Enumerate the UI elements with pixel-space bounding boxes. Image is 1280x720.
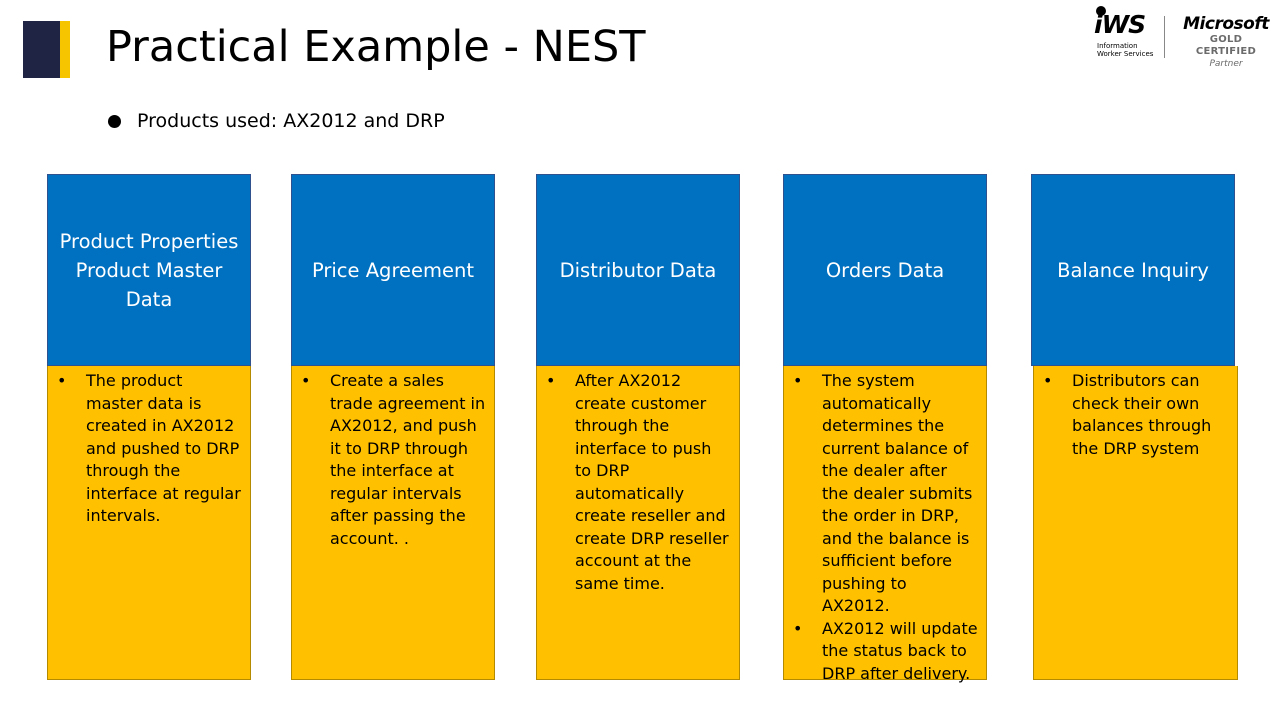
column-body-orders-data: The system automatically determines the …	[783, 366, 987, 683]
title-accent-block	[23, 21, 60, 78]
products-used-bullet: Products used: AX2012 and DRP	[108, 108, 445, 134]
slide-title: Practical Example - NEST	[106, 22, 646, 72]
gold-certified-label: GOLD CERTIFIED	[1195, 34, 1257, 57]
iws-dot-icon	[1096, 6, 1106, 16]
partner-label: Partner	[1209, 59, 1243, 69]
column-body-balance-inquiry: Distributors can check their own balance…	[1033, 366, 1238, 680]
iws-subtitle: Information Worker Services	[1097, 42, 1154, 58]
column-body-distributor-data: After AX2012 create customer through the…	[536, 366, 740, 680]
title-accent-bar	[60, 21, 70, 78]
column-bullet-item: The product master data is created in AX…	[56, 370, 242, 528]
column-bullet-item: Create a sales trade agreement in AX2012…	[300, 370, 486, 550]
iws-mark: iWS	[1094, 10, 1146, 39]
column-body-product-properties: The product master data is created in AX…	[47, 366, 251, 680]
column-bullet-item: The system automatically determines the …	[792, 370, 978, 618]
column-header-price-agreement: Price Agreement	[291, 174, 495, 366]
column-body-price-agreement: Create a sales trade agreement in AX2012…	[291, 366, 495, 680]
column-header-balance-inquiry: Balance Inquiry	[1031, 174, 1235, 366]
partner-logo: iWS Information Worker Services Microsof…	[1094, 6, 1274, 69]
microsoft-wordmark: Microsoft	[1183, 14, 1269, 34]
products-used-text: Products used: AX2012 and DRP	[137, 110, 445, 132]
bullet-dot-icon	[108, 114, 121, 128]
logo-divider	[1164, 16, 1165, 58]
column-header-distributor-data: Distributor Data	[536, 174, 740, 366]
microsoft-gold-logo: Microsoft GOLD CERTIFIED Partner	[1178, 14, 1274, 70]
column-bullet-item: Distributors can check their own balance…	[1042, 370, 1229, 460]
column-bullet-item: AX2012 will update the status back to DR…	[792, 618, 978, 686]
column-header-product-properties: Product Properties Product Master Data	[47, 174, 251, 366]
column-bullet-item: After AX2012 create customer through the…	[545, 370, 731, 595]
iws-logo: iWS Information Worker Services	[1094, 6, 1160, 66]
column-header-orders-data: Orders Data	[783, 174, 987, 366]
